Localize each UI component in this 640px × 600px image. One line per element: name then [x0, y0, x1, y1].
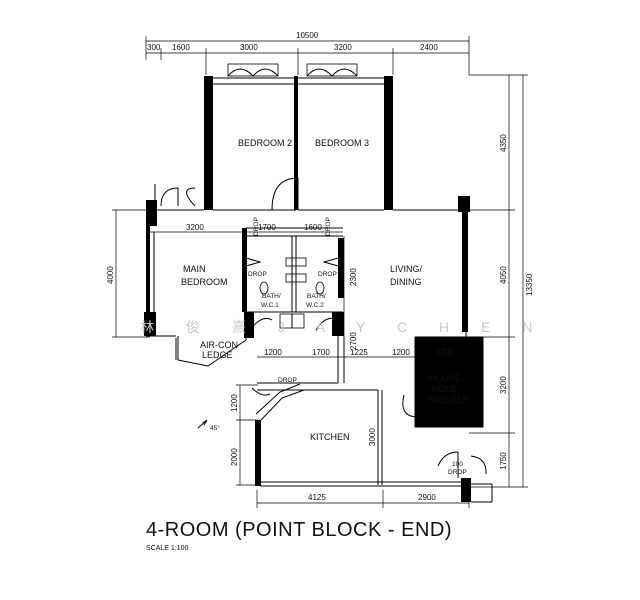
dim-row3-1: 1700: [312, 348, 330, 357]
kitchen-label: KITCHEN: [310, 432, 350, 442]
dim-row3-2: 1225: [350, 348, 368, 357]
dim-left-kitchen-1: 2000: [230, 448, 239, 466]
bath2-label-1: BATH/: [307, 293, 326, 300]
dim-vert-2300: 2300: [349, 268, 358, 286]
dim-vert-3000: 3000: [368, 428, 377, 446]
plan-scale: SCALE 1:100: [146, 545, 189, 552]
drop-label-5: DROP: [278, 377, 297, 384]
plan-title: 4-ROOM (POINT BLOCK - END): [146, 519, 452, 541]
drop-label-3: DROP: [253, 217, 260, 236]
bedroom2-label: BEDROOM 2: [238, 138, 292, 148]
bath1-label-2: W.C.1: [261, 302, 279, 309]
dim-top-0: 300: [147, 43, 161, 52]
shelter-label-3: SHELTER: [428, 395, 469, 405]
dim-top-3: 3200: [334, 43, 352, 52]
dim-right-1: 4050: [499, 266, 508, 284]
dim-bottom-0: 4125: [308, 493, 326, 502]
dim-top-total: 10500: [296, 31, 319, 40]
room-labels: BEDROOM 2 BEDROOM 3 MAIN BEDROOM LIVING/…: [181, 138, 469, 476]
dim-top-1: 1600: [172, 43, 190, 52]
watermark: 林 俊 熹 J A Y C H E N: [140, 319, 546, 335]
dim-right-outer: 13350: [525, 273, 534, 296]
dim-left-main: 4000: [106, 266, 115, 284]
aircon-label-1: AIR-CON: [200, 340, 238, 350]
drop-label-2: DROP: [318, 271, 337, 278]
dim-top-4: 2400: [420, 43, 438, 52]
dim-bottom-1: 2900: [418, 493, 436, 502]
doors: [160, 177, 487, 478]
drop-label-4: DROP: [325, 217, 332, 236]
bedroom3-label: BEDROOM 3: [315, 138, 369, 148]
main-bedroom-label-1: MAIN: [183, 264, 206, 274]
drop-label-1: DROP: [248, 271, 267, 278]
shelter-label-1: HOUSE-: [429, 373, 464, 383]
walls: [144, 76, 493, 503]
shelter-label-2: HOLD: [432, 384, 458, 394]
dim-row2-2: 1600: [304, 223, 322, 232]
living-dining-label-2: DINING: [390, 277, 422, 287]
dim-right-3: 1750: [499, 452, 508, 470]
dim-row3-4: 1700: [436, 348, 454, 357]
dim-right-2: 3200: [499, 376, 508, 394]
living-dining-label-1: LIVING/: [390, 264, 423, 274]
bath1-label-1: BATH/: [262, 293, 281, 300]
windows: [206, 63, 466, 487]
dim-row3-3: 1200: [392, 348, 410, 357]
angle-arrow: [197, 419, 208, 429]
dim-vert-2700: 2700: [349, 332, 358, 350]
bath2-label-2: W.C.2: [306, 302, 324, 309]
dim-left-kitchen-0: 1200: [230, 394, 239, 412]
dim-row2-1: 1700: [258, 223, 276, 232]
dim-top-2: 3000: [240, 43, 258, 52]
main-bedroom-label-2: BEDROOM: [181, 277, 228, 287]
bath-fixtures: [259, 257, 325, 329]
dimension-labels: 10500 300 1600 3000 3200 2400 3200 1700 …: [106, 31, 534, 502]
dim-row3-0: 1200: [264, 348, 282, 357]
aircon-label-2: LEDGE: [202, 350, 233, 360]
dim-row2-0: 3200: [186, 223, 204, 232]
angle-label: 45°: [210, 424, 220, 432]
dim-right-0: 4350: [499, 134, 508, 152]
